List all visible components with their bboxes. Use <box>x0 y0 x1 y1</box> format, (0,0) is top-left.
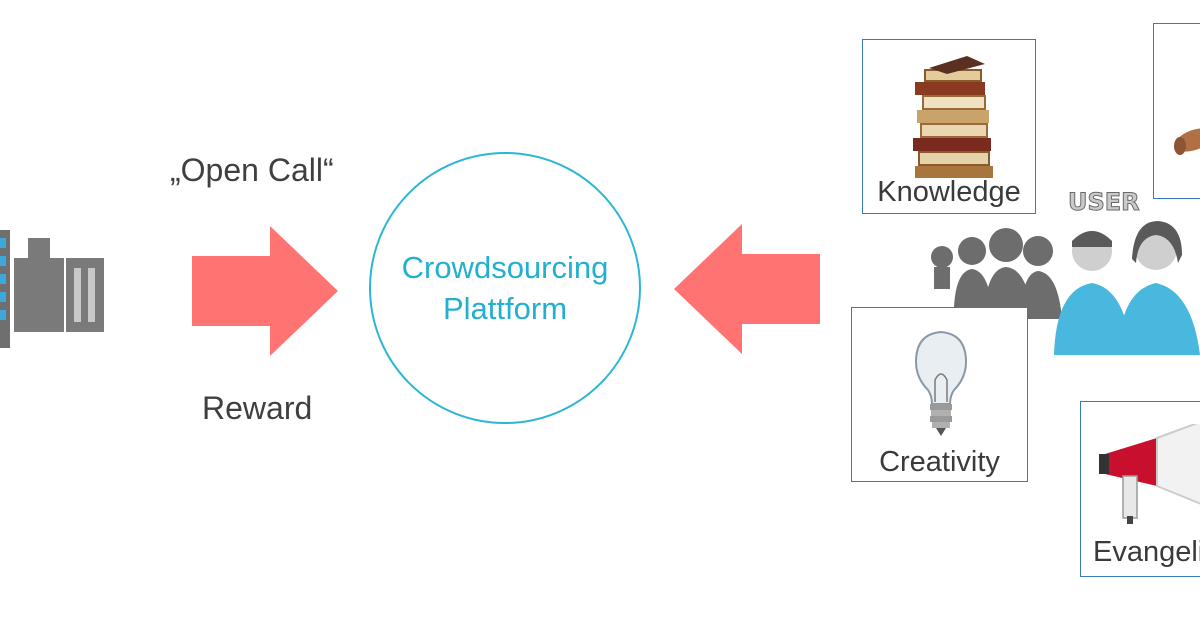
creativity-card: Creativity <box>851 307 1028 482</box>
lightbulb-icon <box>914 330 968 436</box>
arrow-left-icon <box>674 224 820 354</box>
books-icon <box>913 56 993 178</box>
user-label: USER <box>1068 188 1141 217</box>
knowledge-card: Knowledge <box>862 39 1036 214</box>
crowdsourcing-platform-circle: Crowdsourcing Plattform <box>369 152 641 424</box>
platform-title-line2: Plattform <box>442 291 568 326</box>
evangelism-label: Evangeli <box>1093 536 1200 568</box>
skill-card <box>1153 23 1200 199</box>
reward-label: Reward <box>202 390 313 426</box>
hammer-icon <box>1174 128 1200 155</box>
arrow-right-icon <box>192 226 338 356</box>
megaphone-icon <box>1099 424 1200 524</box>
platform-title-line1: Crowdsourcing <box>401 250 609 285</box>
open-call-label: „Open Call“ <box>170 152 334 188</box>
knowledge-label: Knowledge <box>877 176 1021 208</box>
creativity-label: Creativity <box>879 446 1000 478</box>
evangelism-card: Evangeli <box>1080 401 1200 577</box>
user-crowd-icon <box>931 221 1200 355</box>
company-building-icon <box>0 230 104 348</box>
